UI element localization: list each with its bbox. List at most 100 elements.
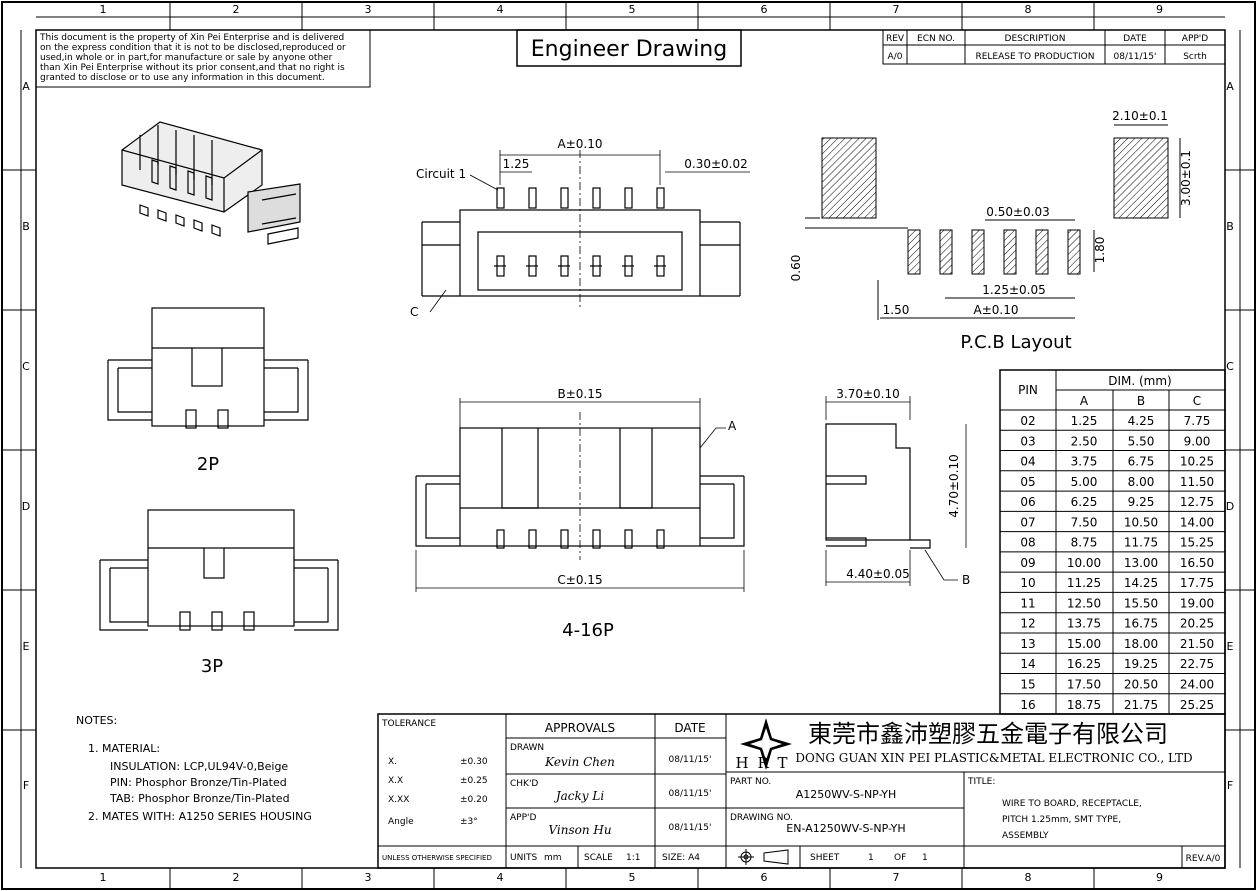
zone-row-label: A: [22, 80, 30, 93]
table-dim-cell: 7.50: [1071, 515, 1098, 529]
note-line: 2. MATES WITH: A1250 SERIES HOUSING: [88, 810, 312, 823]
table-dim-cell: 20.25: [1180, 617, 1214, 631]
zone-column-label: 9: [1156, 3, 1163, 16]
front-pin: [656, 529, 665, 549]
table-dim-cell: 19.00: [1180, 596, 1214, 610]
zone-column-label: 4: [497, 871, 504, 884]
pcb-signal-pad: [939, 229, 953, 275]
table-dim-cell: 17.50: [1067, 678, 1101, 692]
title-label: TITLE:: [967, 777, 995, 787]
zone-column-label: 6: [761, 871, 768, 884]
table-pin-cell: 13: [1020, 637, 1035, 651]
table-dim-cell: 14.25: [1124, 576, 1158, 590]
label-2p: 2P: [197, 454, 219, 475]
title-block: TOLERANCE X. ±0.30 X.X ±0.25 X.XX ±0.20 …: [377, 713, 1226, 869]
callout-c: C: [410, 305, 418, 319]
approved-label: APP'D: [510, 813, 536, 823]
front-pin: [496, 529, 505, 549]
drawn-label: DRAWN: [510, 743, 544, 753]
table-dim-cell: 2.50: [1071, 434, 1098, 448]
front-view: [415, 398, 745, 592]
table-dim-cell: 19.25: [1124, 657, 1158, 671]
tol-label: X.: [388, 757, 397, 767]
top-a-dim: A±0.10: [558, 137, 603, 151]
table-dim-cell: 17.75: [1180, 576, 1214, 590]
zone-column-label: 2: [233, 3, 240, 16]
title-line: ASSEMBLY: [1002, 831, 1049, 841]
table-dim-cell: 11.25: [1067, 576, 1101, 590]
table-dim-cell: 14.00: [1180, 515, 1214, 529]
units-label: UNITS: [510, 853, 537, 863]
scale-label: SCALE: [584, 853, 613, 863]
part-no-label: PART NO.: [730, 777, 771, 787]
table-pin-cell: 07: [1020, 515, 1035, 529]
side-depth: 4.40±0.05: [846, 567, 910, 581]
zone-column-label: 7: [893, 871, 900, 884]
zone-column-label: 6: [761, 3, 768, 16]
table-col-a: A: [1080, 394, 1089, 408]
table-dim-cell: 3.75: [1071, 455, 1098, 469]
isometric-connector-view: [121, 121, 301, 245]
tol-value: ±0.25: [460, 776, 488, 786]
label-4-16p: 4-16P: [562, 620, 614, 641]
description-header: DESCRIPTION: [1005, 34, 1066, 44]
appd-value: Scrth: [1183, 52, 1207, 62]
table-dim-cell: 9.25: [1128, 495, 1155, 509]
pcb-pad-len: 1.80: [1093, 237, 1107, 264]
top-pin: [496, 187, 505, 209]
disclaimer-line: This document is the property of Xin Pei…: [39, 33, 344, 43]
pcb-title: P.C.B Layout: [960, 332, 1071, 353]
logo-text: HRT: [735, 754, 796, 772]
table-dim-cell: 16.25: [1067, 657, 1101, 671]
table-dim-cell: 25.25: [1180, 698, 1214, 712]
checked-label: CHK'D: [510, 779, 538, 789]
table-pin-cell: 12: [1020, 617, 1035, 631]
engineer-drawing-box: Engineer Drawing: [516, 29, 742, 67]
pcb-layout: [805, 124, 1181, 320]
front-pin: [560, 529, 569, 549]
of-value: 1: [922, 853, 928, 863]
zone-column-label: 1: [100, 871, 107, 884]
zone-column-label: 3: [365, 3, 372, 16]
table-pin-cell: 15: [1020, 678, 1035, 692]
note-line: PIN: Phosphor Bronze/Tin-Plated: [110, 776, 287, 789]
table-dim-cell: 11.75: [1124, 536, 1158, 550]
disclaimer-block: This document is the property of Xin Pei…: [35, 29, 371, 88]
table-dim-cell: 13.75: [1067, 617, 1101, 631]
units-value: mm: [544, 853, 562, 863]
table-dim-cell: 4.25: [1128, 414, 1155, 428]
table-dim-cell: 8.00: [1128, 475, 1155, 489]
zone-row-label: E: [1227, 640, 1234, 653]
zone-column-label: 3: [365, 871, 372, 884]
label-3p: 3P: [201, 656, 223, 677]
top-pitch: 1.25: [503, 157, 530, 171]
projection-symbol-icon: [738, 849, 789, 865]
table-dim-cell: 22.75: [1180, 657, 1214, 671]
top-pin: [560, 187, 569, 209]
table-dim-cell: 11.50: [1180, 475, 1214, 489]
note-line: INSULATION: LCP,UL94V-0,Beige: [110, 760, 288, 773]
table-dim-cell: 15.00: [1067, 637, 1101, 651]
zone-column-label: 4: [497, 3, 504, 16]
tol-label: X.XX: [388, 795, 409, 805]
checked-date: 08/11/15': [669, 789, 712, 799]
table-dim-cell: 15.25: [1180, 536, 1214, 550]
zone-row-label: C: [22, 360, 30, 373]
pcb-trace-w: 0.50±0.03: [986, 205, 1050, 219]
tol-label: Angle: [388, 817, 414, 827]
zone-column-label: 8: [1025, 3, 1032, 16]
table-dim-cell: 21.50: [1180, 637, 1214, 651]
rev-value: A/0: [888, 52, 903, 62]
zone-column-label: 5: [629, 871, 636, 884]
tol-value: ±3°: [460, 817, 478, 827]
description-value: RELEASE TO PRODUCTION: [975, 52, 1094, 62]
top-pin: [656, 187, 665, 209]
zone-column-label: 2: [233, 871, 240, 884]
approved-name: Vinson Hu: [548, 823, 611, 837]
notes-block: NOTES: 1. MATERIAL: INSULATION: LCP,UL94…: [76, 714, 312, 823]
front-pin: [624, 529, 633, 549]
table-dim-cell: 18.75: [1067, 698, 1101, 712]
zone-column-label: 8: [1025, 871, 1032, 884]
zone-row-label: E: [23, 640, 30, 653]
